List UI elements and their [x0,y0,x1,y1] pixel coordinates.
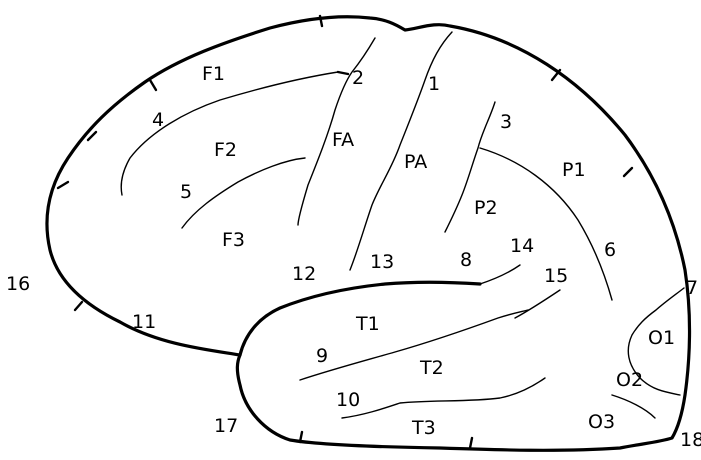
number-9: 9 [316,345,328,367]
label-f3: F3 [222,229,245,251]
number-14: 14 [510,235,534,257]
superior-temporal-sulcus [299,309,529,381]
number-15: 15 [544,265,568,287]
temporal-sulcus-posterior [514,289,561,319]
superior-frontal-sulcus-end [336,70,350,76]
superior-frontal-sulcus [120,71,339,196]
label-pa: PA [404,151,427,173]
postcentral-sulcus [444,101,496,233]
label-o3: O3 [588,411,615,433]
number-2: 2 [352,67,364,89]
brain-outline [45,15,692,452]
outline-notch-9 [468,436,474,450]
outline-notch-3 [148,78,158,92]
label-f2: F2 [214,139,237,161]
label-fa: FA [332,129,354,151]
outline-notch-1 [56,180,70,190]
inferior-temporal-sulcus [341,377,546,419]
number-8: 8 [460,249,472,271]
number-10: 10 [336,389,360,411]
label-t1: T1 [355,313,380,335]
label-t3: T3 [411,417,436,439]
central-sulcus [349,31,453,271]
parieto-occipital-line [627,287,685,396]
label-f1: F1 [202,63,225,85]
inferior-frontal-sulcus [181,157,306,229]
precentral-sulcus [297,37,376,226]
outline-notch-5 [550,68,562,82]
outline-notch-8 [298,430,304,444]
outline-notch-2 [86,130,98,142]
number-4: 4 [152,109,164,131]
number-3: 3 [500,111,512,133]
label-o1: O1 [648,327,675,349]
sylvian-edge [238,280,482,357]
number-12: 12 [292,263,316,285]
number-11: 11 [132,311,156,333]
occipital-sulcus-lower [611,394,656,419]
number-17: 17 [214,415,238,437]
intraparietal-sulcus [479,147,613,301]
number-18: 18 [680,429,701,451]
label-p1: P1 [562,159,586,181]
number-16: 16 [6,273,30,295]
label-o2: O2 [616,369,643,391]
number-7: 7 [686,277,698,299]
label-t2: T2 [419,357,444,379]
label-p2: P2 [474,197,498,219]
sylvian-posterior-ramus [479,264,521,285]
outline-notch-6 [622,166,634,178]
outline-notch-4 [318,14,324,28]
number-5: 5 [180,181,192,203]
outline-notch-7 [73,300,84,312]
number-13: 13 [370,251,394,273]
number-6: 6 [604,239,616,261]
number-1: 1 [428,73,440,95]
